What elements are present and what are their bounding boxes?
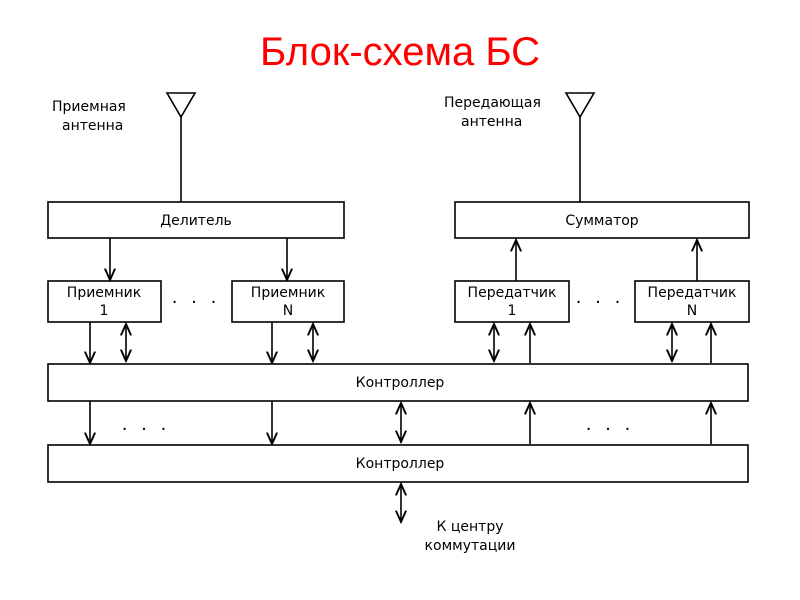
transmitter-1-number: 1 — [508, 303, 517, 319]
transmitters-ellipsis: . . . — [576, 287, 625, 308]
page-title: Блок-схема БС — [260, 30, 540, 74]
combiner-block: Сумматор — [454, 201, 750, 239]
controller-lower-label: Контроллер — [356, 456, 445, 472]
controller-lower-block: Контроллер — [47, 444, 749, 483]
receiver-n-block: Приемник N — [231, 280, 345, 323]
transmit-antenna-label-line2: антенна — [461, 114, 522, 130]
receive-antenna-label-line1: Приемная — [52, 99, 126, 115]
switching-center-label-line2: коммутации — [425, 538, 516, 554]
transmitter-n-block: Передатчик N — [634, 280, 750, 323]
combiner-label: Сумматор — [565, 213, 638, 229]
switching-center-label-line1: К центру — [436, 519, 503, 535]
receive-antenna-icon — [165, 92, 197, 202]
receivers-ellipsis: . . . — [172, 287, 221, 308]
receiver-1-block: Приемник 1 — [47, 280, 162, 323]
splitter-block: Делитель — [47, 201, 345, 239]
receiver-1-number: 1 — [100, 303, 109, 319]
receiver-n-label: Приемник — [251, 285, 325, 301]
receive-antenna-label-line2: антенна — [62, 118, 123, 134]
transmitter-n-label: Передатчик — [648, 285, 737, 301]
transmitter-1-label: Передатчик — [468, 285, 557, 301]
controller-upper-block: Контроллер — [47, 363, 749, 402]
splitter-label: Делитель — [160, 213, 232, 229]
controllers-right-ellipsis: . . . — [586, 414, 635, 435]
transmit-antenna-label-line1: Передающая — [444, 95, 541, 111]
controller-upper-label: Контроллер — [356, 375, 445, 391]
transmitter-1-block: Передатчик 1 — [454, 280, 570, 323]
controllers-left-ellipsis: . . . — [122, 414, 171, 435]
transmitter-n-number: N — [687, 303, 697, 319]
receiver-n-number: N — [283, 303, 293, 319]
receiver-1-label: Приемник — [67, 285, 141, 301]
transmit-antenna-icon — [564, 92, 596, 202]
